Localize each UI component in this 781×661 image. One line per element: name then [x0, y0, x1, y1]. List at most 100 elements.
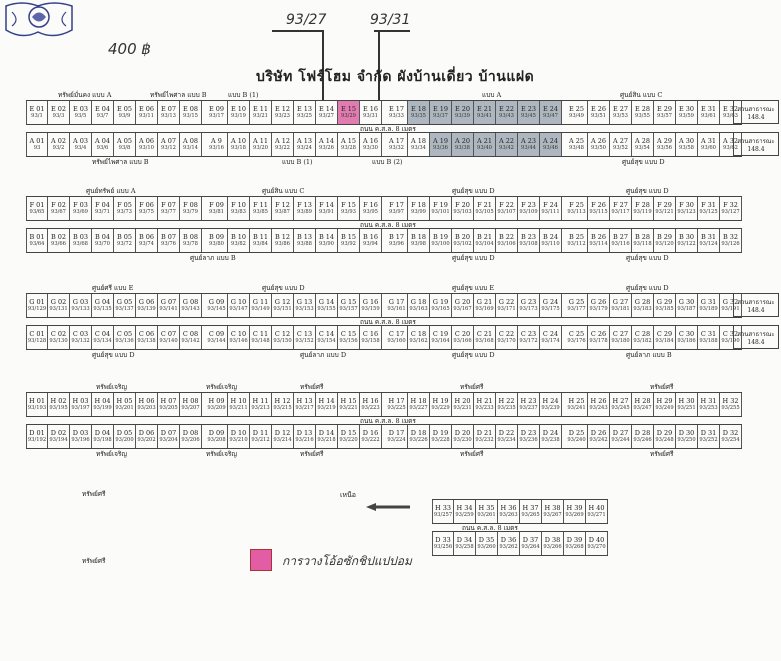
- lot-cell[interactable]: D 0793/204: [158, 425, 180, 448]
- lot-cell[interactable]: C 3093/186: [676, 326, 698, 349]
- lot-cell[interactable]: E 1893/35: [408, 101, 430, 124]
- lot-cell[interactable]: D 1893/226: [408, 425, 430, 448]
- lot-cell[interactable]: C 2593/176: [566, 326, 588, 349]
- lot-cell[interactable]: F 1793/97: [386, 197, 408, 220]
- lot-cell[interactable]: B 1793/96: [386, 229, 408, 252]
- lot-cell[interactable]: H 3993/269: [564, 500, 586, 523]
- lot-cell[interactable]: C 2893/182: [632, 326, 654, 349]
- lot-cell[interactable]: E 0193/1: [26, 101, 48, 124]
- lot-cell[interactable]: E 1593/29: [338, 101, 360, 124]
- lot-cell[interactable]: C 0293/130: [48, 326, 70, 349]
- lot-cell[interactable]: E 0593/9: [114, 101, 136, 124]
- lot-cell[interactable]: F 3093/123: [676, 197, 698, 220]
- lot-cell[interactable]: C 0193/128: [26, 326, 48, 349]
- lot-cell[interactable]: F 1893/99: [408, 197, 430, 220]
- lot-cell[interactable]: H 0493/199: [92, 393, 114, 416]
- lot-cell[interactable]: C 1993/164: [430, 326, 452, 349]
- lot-cell[interactable]: H 1293/215: [272, 393, 294, 416]
- lot-cell[interactable]: C 2293/170: [496, 326, 518, 349]
- lot-cell[interactable]: B 2493/110: [540, 229, 562, 252]
- lot-cell[interactable]: A 2393/44: [518, 133, 540, 156]
- lot-cell[interactable]: A 2493/46: [540, 133, 562, 156]
- lot-cell[interactable]: E 3293/63: [720, 101, 742, 124]
- lot-cell[interactable]: A 2793/52: [610, 133, 632, 156]
- lot-cell[interactable]: H 2493/239: [540, 393, 562, 416]
- lot-cell[interactable]: H 0593/201: [114, 393, 136, 416]
- lot-cell[interactable]: C 1493/154: [316, 326, 338, 349]
- lot-cell[interactable]: C 3193/188: [698, 326, 720, 349]
- lot-cell[interactable]: H 3293/255: [720, 393, 742, 416]
- lot-cell[interactable]: C 2993/184: [654, 326, 676, 349]
- lot-cell[interactable]: H 3793/265: [520, 500, 542, 523]
- lot-cell[interactable]: G 1493/155: [316, 294, 338, 317]
- lot-cell[interactable]: A 0493/6: [92, 133, 114, 156]
- lot-cell[interactable]: B 2093/102: [452, 229, 474, 252]
- lot-cell[interactable]: B 2993/120: [654, 229, 676, 252]
- lot-cell[interactable]: F 2093/103: [452, 197, 474, 220]
- lot-cell[interactable]: D 2393/236: [518, 425, 540, 448]
- lot-cell[interactable]: G 0593/137: [114, 294, 136, 317]
- lot-cell[interactable]: E 0693/11: [136, 101, 158, 124]
- lot-cell[interactable]: F 2693/115: [588, 197, 610, 220]
- lot-cell[interactable]: C 1593/156: [338, 326, 360, 349]
- lot-cell[interactable]: E 3193/61: [698, 101, 720, 124]
- lot-cell[interactable]: H 4093/271: [586, 500, 608, 523]
- lot-cell[interactable]: C 1693/158: [360, 326, 382, 349]
- lot-cell[interactable]: G 2293/171: [496, 294, 518, 317]
- lot-cell[interactable]: C 1893/162: [408, 326, 430, 349]
- lot-cell[interactable]: D 1493/218: [316, 425, 338, 448]
- lot-cell[interactable]: A 0193: [26, 133, 48, 156]
- lot-cell[interactable]: F 1193/85: [250, 197, 272, 220]
- lot-cell[interactable]: H 0293/195: [48, 393, 70, 416]
- lot-cell[interactable]: H 2093/231: [452, 393, 474, 416]
- lot-cell[interactable]: B 2393/108: [518, 229, 540, 252]
- lot-cell[interactable]: C 0393/132: [70, 326, 92, 349]
- lot-cell[interactable]: G 3093/187: [676, 294, 698, 317]
- lot-cell[interactable]: H 3393/257: [432, 500, 454, 523]
- lot-cell[interactable]: B 2293/106: [496, 229, 518, 252]
- lot-cell[interactable]: A 1893/34: [408, 133, 430, 156]
- lot-cell[interactable]: H 0793/205: [158, 393, 180, 416]
- lot-cell[interactable]: C 1193/148: [250, 326, 272, 349]
- lot-cell[interactable]: E 3093/59: [676, 101, 698, 124]
- lot-cell[interactable]: G 0493/135: [92, 294, 114, 317]
- lot-cell[interactable]: G 1093/147: [228, 294, 250, 317]
- lot-cell[interactable]: C 2393/172: [518, 326, 540, 349]
- lot-cell[interactable]: E 2693/51: [588, 101, 610, 124]
- lot-cell[interactable]: B 0993/80: [206, 229, 228, 252]
- lot-cell[interactable]: H 1093/211: [228, 393, 250, 416]
- lot-cell[interactable]: G 2693/179: [588, 294, 610, 317]
- lot-cell[interactable]: D 3993/268: [564, 532, 586, 555]
- lot-cell[interactable]: D 3593/260: [476, 532, 498, 555]
- lot-cell[interactable]: F 0293/67: [48, 197, 70, 220]
- lot-cell[interactable]: B 0593/72: [114, 229, 136, 252]
- lot-cell[interactable]: D 2293/234: [496, 425, 518, 448]
- lot-cell[interactable]: B 3193/124: [698, 229, 720, 252]
- lot-cell[interactable]: D 1393/216: [294, 425, 316, 448]
- lot-cell[interactable]: B 1993/100: [430, 229, 452, 252]
- lot-cell[interactable]: E 0493/7: [92, 101, 114, 124]
- lot-cell[interactable]: B 1293/86: [272, 229, 294, 252]
- lot-cell[interactable]: F 2893/119: [632, 197, 654, 220]
- lot-cell[interactable]: H 2293/235: [496, 393, 518, 416]
- lot-cell[interactable]: A 1593/28: [338, 133, 360, 156]
- lot-cell[interactable]: D 2193/232: [474, 425, 496, 448]
- lot-cell[interactable]: F 3193/125: [698, 197, 720, 220]
- lot-cell[interactable]: C 2493/174: [540, 326, 562, 349]
- lot-cell[interactable]: H 1893/227: [408, 393, 430, 416]
- lot-cell[interactable]: A 2593/48: [566, 133, 588, 156]
- lot-cell[interactable]: G 2193/169: [474, 294, 496, 317]
- lot-cell[interactable]: G 0893/143: [180, 294, 202, 317]
- lot-cell[interactable]: D 3893/266: [542, 532, 564, 555]
- lot-cell[interactable]: C 3293/190: [720, 326, 742, 349]
- lot-cell[interactable]: D 2793/244: [610, 425, 632, 448]
- lot-cell[interactable]: E 2893/55: [632, 101, 654, 124]
- lot-cell[interactable]: D 0393/196: [70, 425, 92, 448]
- lot-cell[interactable]: A 2893/54: [632, 133, 654, 156]
- lot-cell[interactable]: G 0293/131: [48, 294, 70, 317]
- lot-cell[interactable]: E 2293/43: [496, 101, 518, 124]
- lot-cell[interactable]: H 0393/197: [70, 393, 92, 416]
- lot-cell[interactable]: B 1693/94: [360, 229, 382, 252]
- lot-cell[interactable]: H 3193/253: [698, 393, 720, 416]
- lot-cell[interactable]: E 2393/45: [518, 101, 540, 124]
